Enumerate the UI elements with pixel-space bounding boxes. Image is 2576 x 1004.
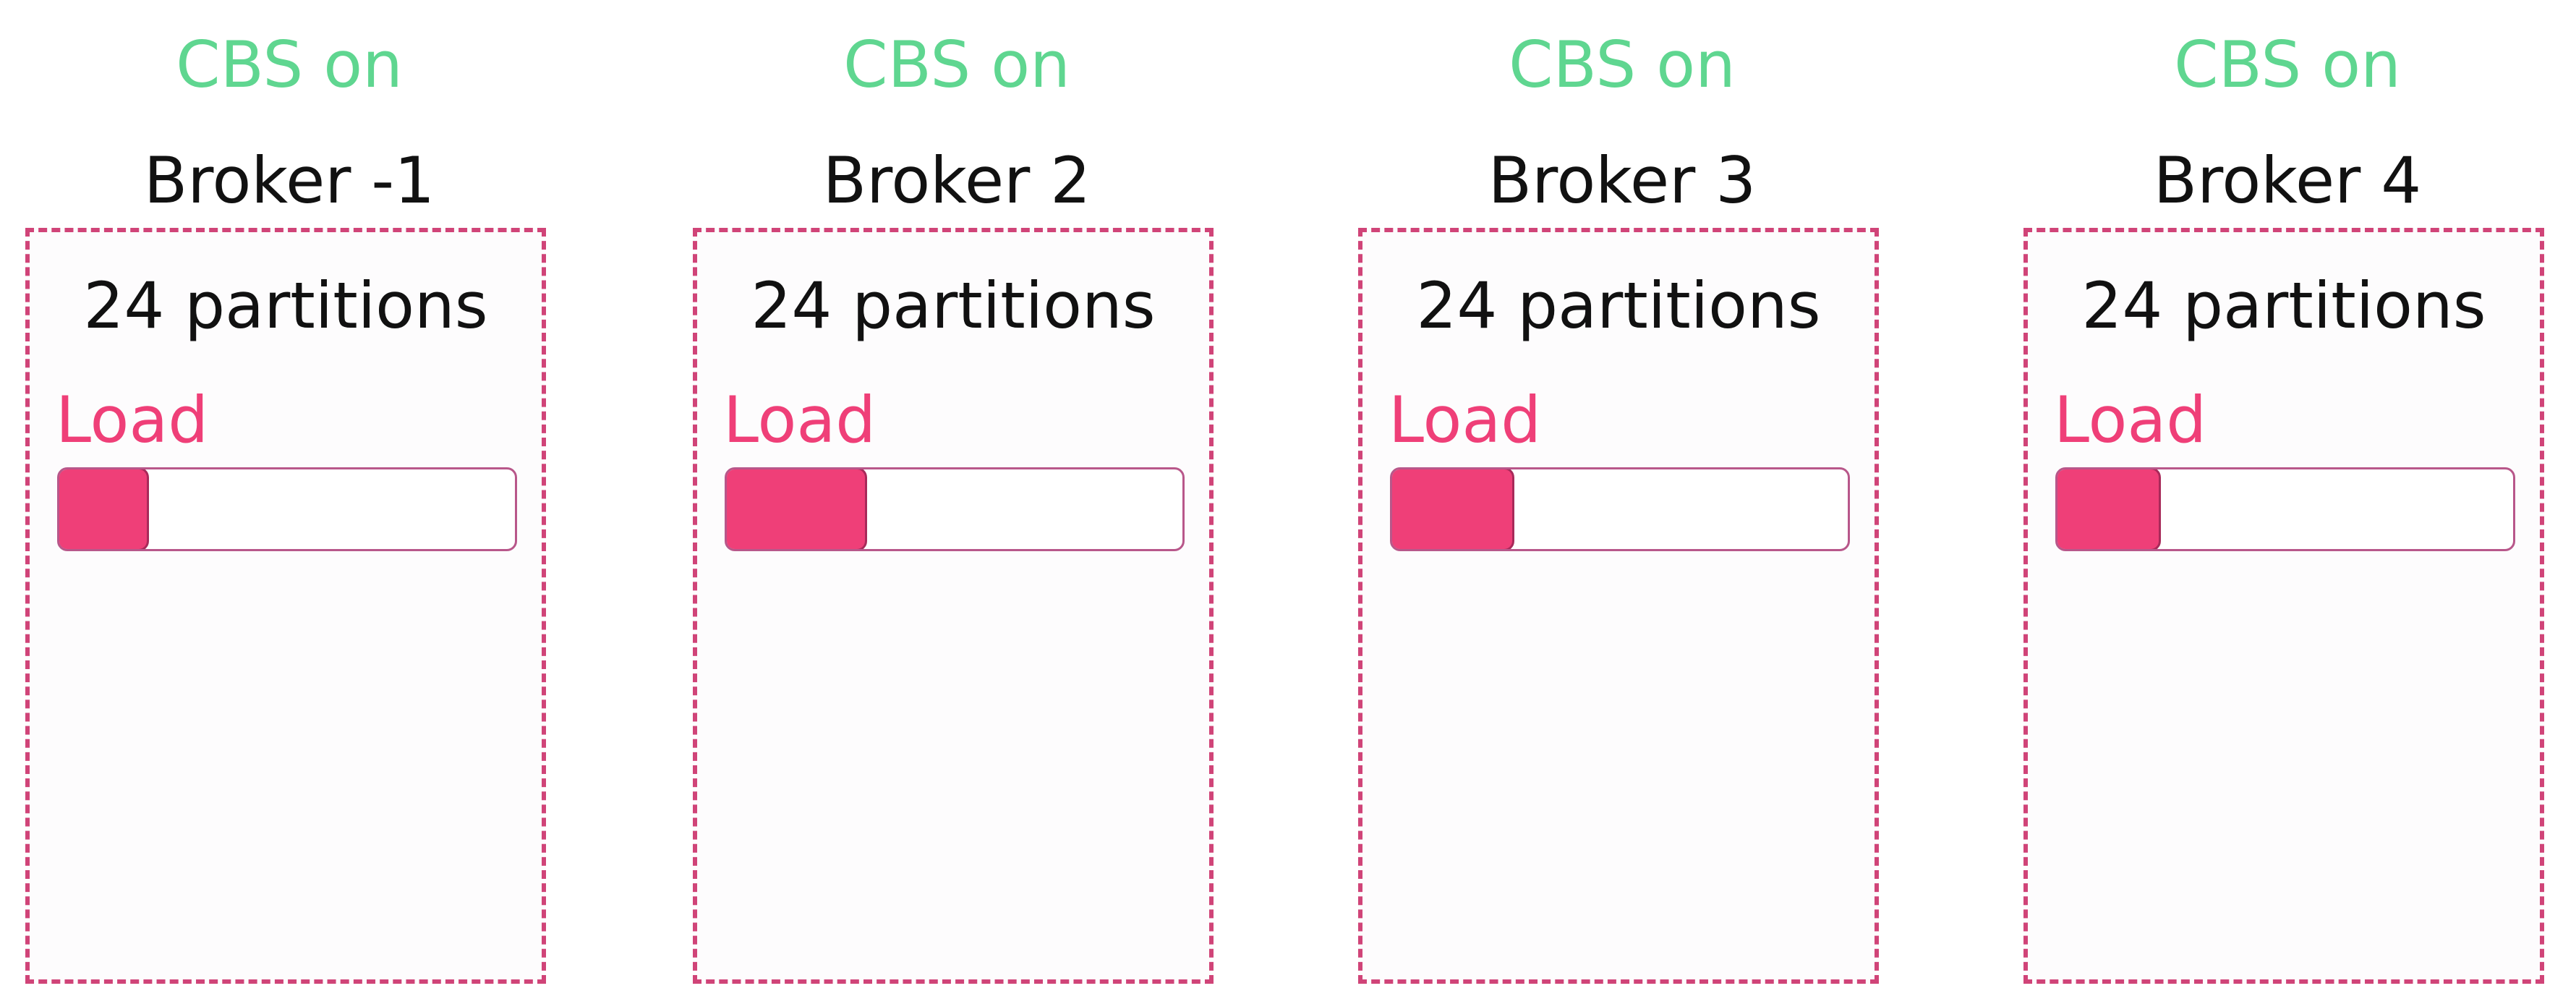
cbs-status-label: CBS on bbox=[2174, 27, 2401, 102]
partitions-count: 24 partitions bbox=[2081, 268, 2486, 343]
load-bar bbox=[57, 467, 517, 551]
broker-column-4: CBS on Broker 4 24 partitions Load bbox=[2023, 0, 2551, 1004]
partitions-count: 24 partitions bbox=[83, 268, 488, 343]
broker-name: Broker 4 bbox=[2153, 143, 2422, 218]
broker-column-2: CBS on Broker 2 24 partitions Load bbox=[693, 0, 1221, 1004]
load-label: Load bbox=[723, 383, 877, 457]
broker-box: 24 partitions Load bbox=[693, 228, 1214, 984]
broker-box: 24 partitions Load bbox=[2023, 228, 2544, 984]
load-bar-fill bbox=[1392, 469, 1514, 549]
partitions-count: 24 partitions bbox=[1416, 268, 1821, 343]
cbs-status-label: CBS on bbox=[843, 27, 1070, 102]
broker-box: 24 partitions Load bbox=[25, 228, 546, 984]
load-bar-fill bbox=[59, 469, 149, 549]
cbs-status-label: CBS on bbox=[1509, 27, 1736, 102]
load-bar bbox=[725, 467, 1185, 551]
load-label: Load bbox=[2054, 383, 2207, 457]
partitions-count: 24 partitions bbox=[751, 268, 1156, 343]
load-label: Load bbox=[56, 383, 209, 457]
cbs-status-label: CBS on bbox=[176, 27, 403, 102]
load-bar-fill bbox=[727, 469, 867, 549]
load-label: Load bbox=[1389, 383, 1542, 457]
load-bar-fill bbox=[2057, 469, 2161, 549]
load-bar bbox=[2055, 467, 2515, 551]
broker-name: Broker 3 bbox=[1488, 143, 1757, 218]
load-bar bbox=[1390, 467, 1850, 551]
broker-name: Broker -1 bbox=[143, 143, 435, 218]
broker-name: Broker 2 bbox=[822, 143, 1091, 218]
broker-box: 24 partitions Load bbox=[1358, 228, 1879, 984]
broker-column-1: CBS on Broker -1 24 partitions Load bbox=[25, 0, 553, 1004]
broker-column-3: CBS on Broker 3 24 partitions Load bbox=[1358, 0, 1886, 1004]
